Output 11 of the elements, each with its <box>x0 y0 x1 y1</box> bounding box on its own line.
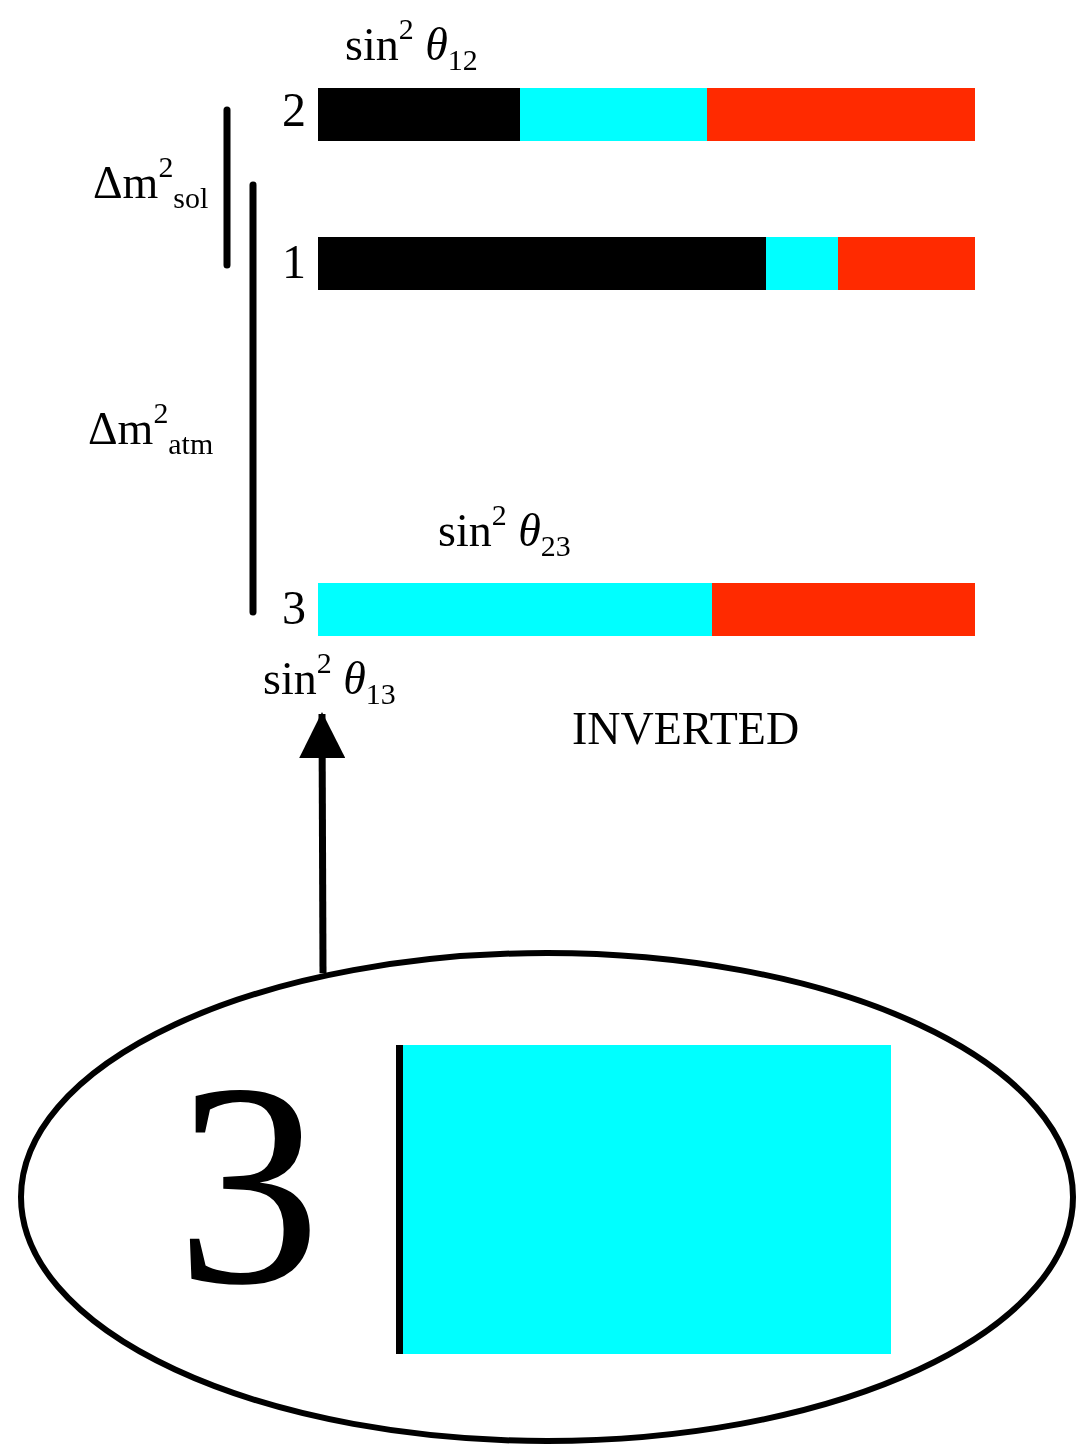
level-number: 3 <box>176 1040 321 1330</box>
level-number: 3 <box>282 584 306 632</box>
mixing-angle-label: sin$^{2}$ θ$_{12}$ <box>345 22 478 68</box>
arrow <box>299 712 346 974</box>
mixing-angle-label: sin$^{2}$ θ$_{13}$ <box>263 656 413 712</box>
level-number: 2 <box>282 86 306 134</box>
level-number: 1 <box>282 238 306 286</box>
mass-state-ellipse <box>18 950 1076 1444</box>
diagram-label: INVERTED <box>572 706 800 752</box>
mixing-angle-label: sin$^{2}$ θ$_{23}$ <box>438 508 571 554</box>
state-composition-box <box>396 1045 891 1354</box>
